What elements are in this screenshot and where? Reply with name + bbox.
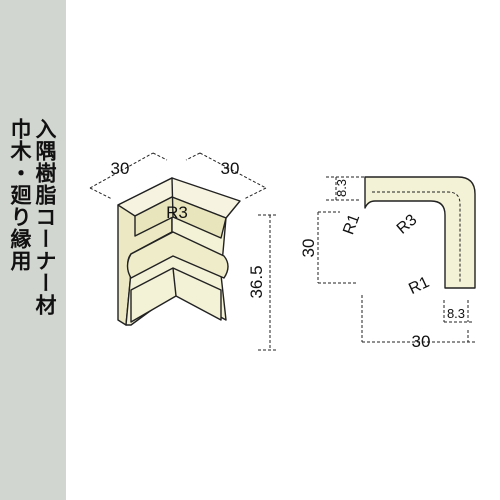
iso-dim-right-width: 30 xyxy=(221,159,240,178)
iso-corner-piece xyxy=(117,177,241,326)
product-title: 巾木・廻り縁用 入隅樹脂コーナー材 xyxy=(6,118,58,316)
section-dim-bottom-depth: 8.3 xyxy=(447,306,465,321)
isometric-view: 30 30 R3 36.5 xyxy=(89,152,278,351)
section-radius-inner: R3 xyxy=(394,211,421,237)
title-sidebar xyxy=(0,0,66,500)
iso-dim-height: 36.5 xyxy=(247,265,266,298)
section-inner-line xyxy=(372,191,461,282)
section-radius-outer: R1 xyxy=(340,212,363,237)
section-view: 8.3 30 R1 R3 R1 8.3 30 xyxy=(299,176,476,351)
section-dim-height: 30 xyxy=(299,239,318,258)
iso-dim-lines xyxy=(89,152,278,351)
section-dim-lines xyxy=(317,176,476,343)
section-radius-bottom: R1 xyxy=(406,274,432,298)
title-line-2: 入隅樹脂コーナー材 xyxy=(33,118,57,316)
section-dim-width: 30 xyxy=(412,332,431,351)
section-profile xyxy=(364,176,476,289)
title-line-1: 巾木・廻り縁用 xyxy=(8,118,32,272)
iso-radius-label: R3 xyxy=(166,203,188,222)
iso-dim-left-width: 30 xyxy=(111,159,130,178)
section-dim-top-depth: 8.3 xyxy=(334,179,349,197)
